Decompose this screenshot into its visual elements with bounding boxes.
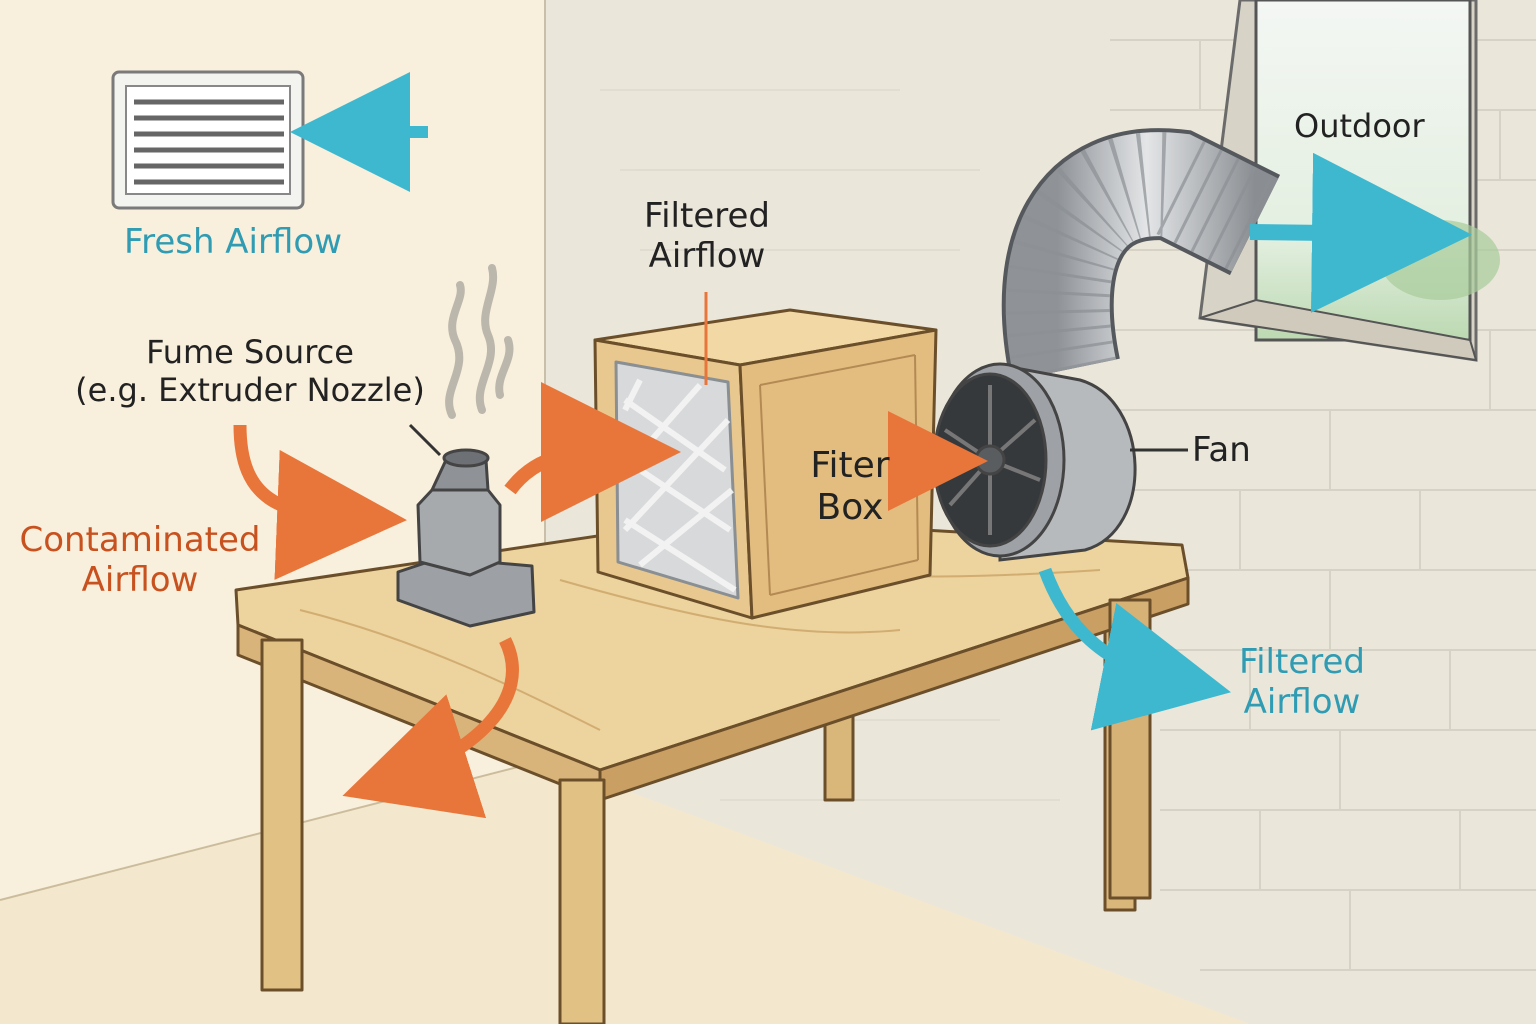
filtered-airflow-arrow-out	[1038, 567, 1231, 731]
label-filtered-airflow-top: Filtered Airflow	[622, 196, 792, 276]
extruder-nozzle	[396, 448, 536, 628]
label-fan: Fan	[1192, 430, 1251, 470]
floor	[0, 760, 1250, 1024]
label-filtered-airflow-top-line1: Filtered	[644, 196, 770, 236]
label-fume-source-line2: (e.g. Extruder Nozzle)	[75, 370, 425, 409]
label-filter-box: Fiter Box	[790, 445, 910, 530]
label-contaminated-line1: Contaminated	[19, 520, 261, 560]
label-filtered-airflow-right-line1: Filtered	[1239, 642, 1365, 682]
label-outdoor: Outdoor	[1294, 107, 1425, 145]
label-filtered-airflow-right-line2: Airflow	[1243, 682, 1361, 723]
label-fresh-airflow: Fresh Airflow	[124, 222, 343, 262]
label-fume-source: Fume Source (e.g. Extruder Nozzle)	[60, 333, 440, 410]
fan	[932, 362, 1137, 562]
fumes	[445, 264, 514, 419]
label-filtered-airflow-right: Filtered Airflow	[1222, 642, 1382, 722]
label-fume-source-line1: Fume Source	[146, 333, 354, 371]
label-contaminated-line2: Airflow	[81, 560, 199, 601]
flexible-duct	[1001, 128, 1281, 382]
label-contaminated-airflow: Contaminated Airflow	[14, 520, 266, 600]
fume-source-leader	[408, 423, 442, 457]
fresh-air-vent	[111, 70, 305, 210]
contaminated-airflow-arrow-down	[342, 637, 519, 819]
contaminated-airflow-arrow-in	[233, 424, 407, 580]
exhaust-arrow	[1249, 152, 1472, 313]
label-filter-box-line2: Box	[816, 487, 884, 529]
filter-box	[593, 308, 938, 620]
label-filtered-airflow-top-line2: Airflow	[648, 236, 766, 277]
airflow-to-filter-arrow	[504, 381, 681, 522]
label-filter-box-line1: Fiter	[810, 445, 890, 486]
